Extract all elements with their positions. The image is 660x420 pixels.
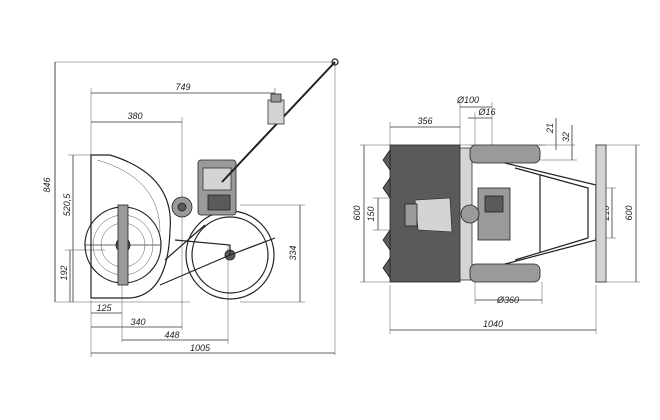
dim-diam-16-label: Ø16 <box>477 107 495 117</box>
side-view: 846 520,5 192 749 380 <box>42 58 339 357</box>
dim-448: 448 <box>122 245 229 344</box>
dim-125-label: 125 <box>96 303 112 313</box>
dim-diam-100-label: Ø100 <box>456 95 479 105</box>
dim-diam-16: Ø16 <box>468 107 496 145</box>
dim-520-5-label: 520,5 <box>62 193 72 217</box>
dim-1005-label: 1005 <box>190 343 211 353</box>
dim-21-label: 21 <box>545 123 555 134</box>
dim-1040: 1040 <box>389 285 597 334</box>
top-view: Ø100 Ø16 356 21 32 600 <box>352 95 640 334</box>
dim-356-label: 356 <box>417 116 432 126</box>
dim-749-label: 749 <box>175 82 190 92</box>
dim-448-label: 448 <box>164 330 179 340</box>
dim-356: 356 <box>389 116 460 145</box>
dim-1040-label: 1040 <box>483 319 503 329</box>
dim-125: 125 <box>91 250 123 342</box>
side-machine <box>84 58 339 300</box>
dim-340: 340 <box>91 200 183 330</box>
dim-diam-360-label: Ø360 <box>496 295 519 305</box>
dim-380-label: 380 <box>127 111 142 121</box>
dim-334: 334 <box>240 204 305 303</box>
dim-380: 380 <box>91 111 183 200</box>
dim-192: 192 <box>59 249 105 302</box>
dim-340-label: 340 <box>130 317 145 327</box>
dim-diam-100: Ø100 <box>456 95 493 145</box>
dim-846: 846 <box>42 62 56 302</box>
dim-749: 749 <box>90 82 276 160</box>
dim-846-label: 846 <box>42 177 52 192</box>
dim-600-left: 600 <box>352 144 390 283</box>
dim-150-label: 150 <box>366 206 376 221</box>
dim-diam-360: Ø360 <box>474 282 543 305</box>
dim-1005: 1005 <box>90 300 335 357</box>
dim-600-left-label: 600 <box>352 205 362 220</box>
dim-334-label: 334 <box>288 245 298 260</box>
top-machine <box>382 144 607 283</box>
dim-192-label: 192 <box>59 265 69 280</box>
dim-32-label: 32 <box>561 132 571 142</box>
dim-600-right-label: 600 <box>624 205 634 220</box>
